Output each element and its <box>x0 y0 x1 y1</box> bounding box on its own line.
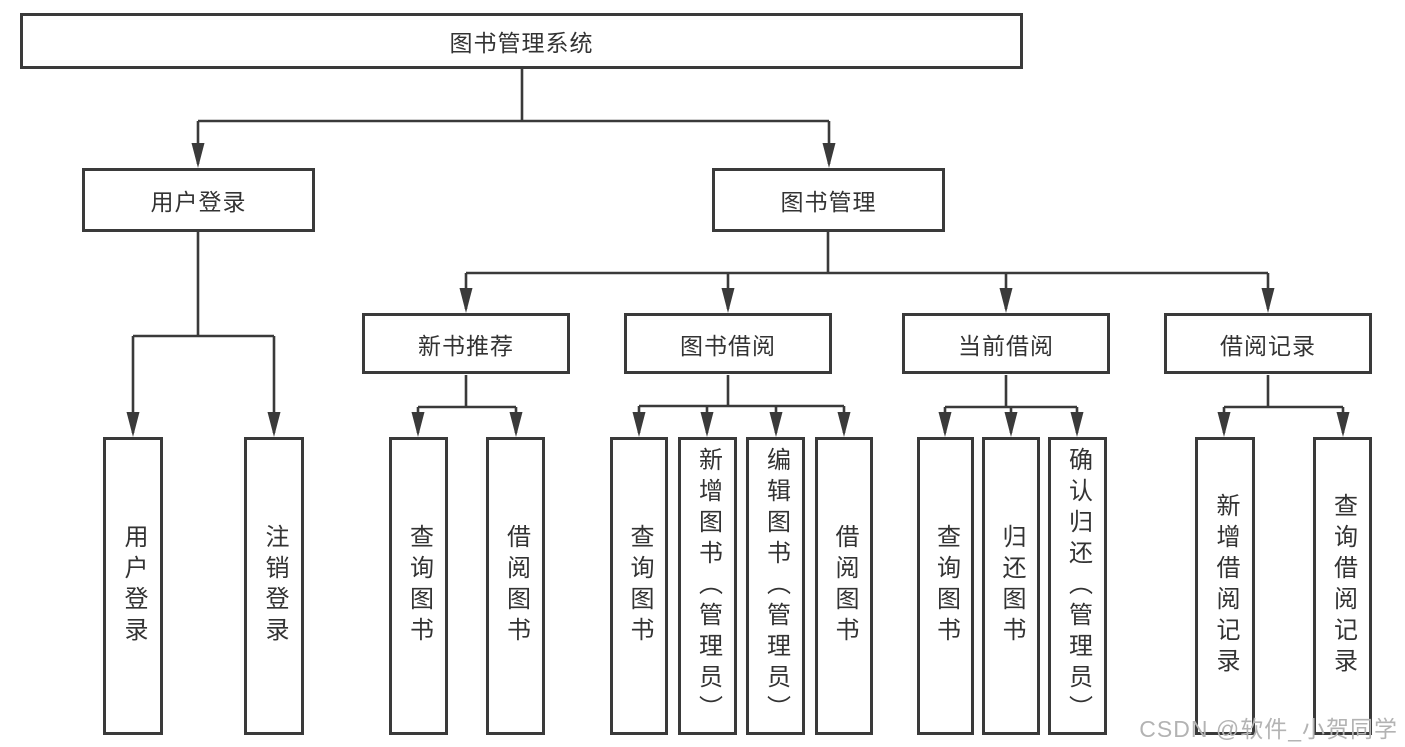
node-borrow-records: 借阅记录 <box>1164 313 1372 374</box>
connector-current-borrowing <box>938 375 1084 437</box>
leaf-logout-label: 注销登录 <box>261 524 288 648</box>
leaf-newbooks-borrow-books: 借阅图书 <box>486 437 545 735</box>
leaf-current-return-books-label: 归还图书 <box>998 524 1025 648</box>
connector-user-login <box>126 232 281 437</box>
node-current-borrowing: 当前借阅 <box>902 313 1110 374</box>
leaf-newbooks-query-books-label: 查询图书 <box>405 524 433 648</box>
leaf-newbooks-query-books: 查询图书 <box>389 437 448 735</box>
leaf-borrowing-query-books: 查询图书 <box>610 437 668 735</box>
node-user-login: 用户登录 <box>82 168 315 232</box>
leaf-logout: 注销登录 <box>244 437 304 735</box>
watermark: CSDN @软件_小贺同学 <box>1139 716 1398 742</box>
connector-book-management <box>459 232 1275 313</box>
leaf-current-confirm-return-admin-label: 确认归还（管理员） <box>1064 446 1092 726</box>
leaf-records-query-record: 查询借阅记录 <box>1313 437 1372 735</box>
connector-borrow-records <box>1217 375 1350 437</box>
leaf-records-add-record-label: 新增借阅记录 <box>1212 493 1239 679</box>
leaf-borrowing-borrow-books: 借阅图书 <box>815 437 873 735</box>
leaf-records-query-record-label: 查询借阅记录 <box>1329 493 1357 679</box>
node-book-borrowing: 图书借阅 <box>624 313 832 374</box>
leaf-newbooks-borrow-books-label: 借阅图书 <box>502 524 530 648</box>
leaf-borrowing-edit-books-admin: 编辑图书（管理员） <box>746 437 805 735</box>
connector-root <box>191 69 836 168</box>
leaf-current-confirm-return-admin: 确认归还（管理员） <box>1048 437 1107 735</box>
connector-new-book-recommend <box>411 375 523 437</box>
leaf-borrowing-query-books-label: 查询图书 <box>626 524 653 648</box>
leaf-current-return-books: 归还图书 <box>982 437 1040 735</box>
node-new-book-recommend: 新书推荐 <box>362 313 570 374</box>
leaf-borrowing-add-books-admin-label: 新增图书（管理员） <box>694 446 722 726</box>
leaf-current-query-books-label: 查询图书 <box>932 524 960 648</box>
leaf-current-query-books: 查询图书 <box>917 437 974 735</box>
leaf-user-login-label: 用户登录 <box>120 524 147 648</box>
leaf-borrowing-add-books-admin: 新增图书（管理员） <box>678 437 737 735</box>
leaf-user-login: 用户登录 <box>103 437 163 735</box>
connector-book-borrowing <box>632 375 851 437</box>
leaf-records-add-record: 新增借阅记录 <box>1195 437 1255 735</box>
node-library-system: 图书管理系统 <box>20 13 1023 69</box>
leaf-borrowing-edit-books-admin-label: 编辑图书（管理员） <box>762 446 790 726</box>
node-book-management: 图书管理 <box>712 168 945 232</box>
leaf-borrowing-borrow-books-label: 借阅图书 <box>831 524 858 648</box>
